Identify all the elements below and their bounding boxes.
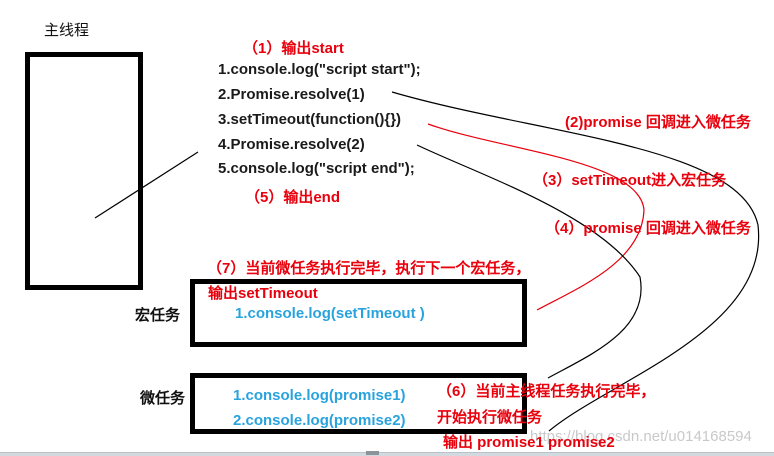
micro-task-code-line: 2.console.log(promise2) (233, 412, 406, 429)
annotation-step3: （3）setTimeout进入宏任务 (533, 172, 727, 189)
main-thread-box (25, 52, 143, 290)
annotation-step4: （4）promise 回调进入微任务 (545, 220, 751, 237)
code-line: 5.console.log("script end"); (218, 160, 415, 177)
code-line: 3.setTimeout(function(){}) (218, 111, 402, 128)
horizontal-scrollbar-thumb[interactable] (366, 451, 379, 455)
annotation-step1: （1）输出start (243, 40, 344, 57)
annotation-step6-line3: 输出 promise1 promise2 (443, 434, 615, 451)
annotation-step6-line1: （6）当前主线程任务执行完毕， (437, 383, 656, 400)
code-line: 4.Promise.resolve(2) (218, 136, 365, 153)
annotation-step2: (2)promise 回调进入微任务 (565, 114, 751, 131)
annotation-step7: （7）当前微任务执行完毕，执行下一个宏任务， (207, 260, 531, 277)
micro-task-label: 微任务 (140, 390, 186, 407)
code-line: 2.Promise.resolve(1) (218, 86, 365, 103)
macro-task-output: 输出setTimeout (208, 285, 318, 302)
micro-task-box (190, 373, 527, 434)
horizontal-scrollbar-track[interactable] (0, 452, 774, 456)
main-thread-label: 主线程 (44, 22, 90, 39)
annotation-step5: （5）输出end (245, 189, 341, 206)
macro-task-label: 宏任务 (135, 307, 181, 324)
code-line: 1.console.log("script start"); (218, 61, 421, 78)
annotation-step6-line2: 开始执行微任务 (437, 409, 543, 426)
watermark-text: https://blog.csdn.net/u014168594 (530, 428, 752, 445)
macro-task-code-line: 1.console.log(setTimeout ) (235, 305, 425, 322)
macro-task-box (190, 279, 527, 347)
micro-task-code-line: 1.console.log(promise1) (233, 387, 406, 404)
